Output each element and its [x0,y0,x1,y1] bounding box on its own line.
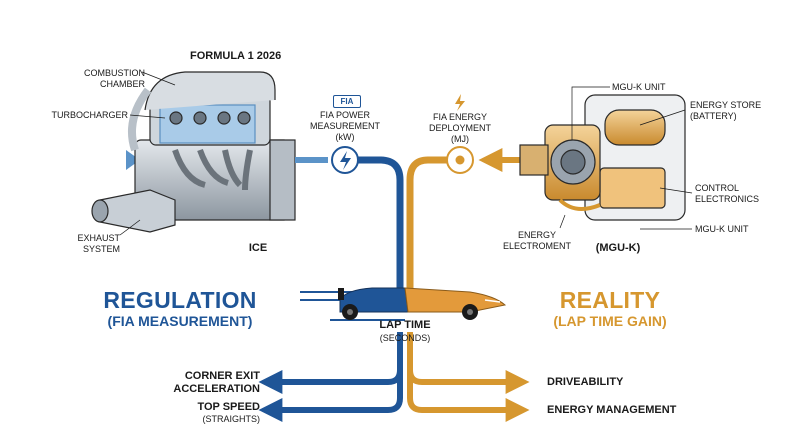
regulation-flow-line [358,156,404,290]
driveability-label: DRIVEABILITY [547,376,624,388]
top-speed-sublabel: (STRAIGHTS) [202,414,261,424]
ice-engine-illustration [60,71,296,233]
reality-subtitle: (LAP TIME GAIN) [553,313,667,329]
exhaust-system-label: EXHAUST SYSTEM [77,233,120,254]
energy-management-arrow [407,370,530,422]
energy-management-label: ENERGY MANAGEMENT [547,404,677,416]
energy-electroment-label: ENERGY ELECTROMENT [502,230,571,251]
mguk-caption: (MGU-K) [595,242,641,254]
page-title: FORMULA 1 2026 [190,50,282,62]
regulation-title: REGULATION [103,287,257,313]
top-speed-arrow [258,370,403,422]
lightning-icon-gold [455,94,465,111]
combustion-chamber-label: COMBUSTION CHAMBER [83,68,145,89]
race-car-illustration [300,287,507,321]
fia-power-label: FIA POWER MEASUREMENT [309,110,380,131]
lap-time-subtitle: (SECONDS) [379,333,431,343]
sun-icon [455,155,465,165]
ice-caption: ICE [248,242,268,254]
top-speed-label: TOP SPEED [197,401,260,413]
mguk-unit-top-label: MGU-K UNIT [612,82,666,92]
lightning-icon [340,151,351,170]
reality-title: REALITY [559,287,661,313]
control-electronics-label: CONTROL ELECTRONICS [695,183,760,204]
mguk-illustration [519,94,686,221]
fia-badge: FIA [333,95,361,108]
corner-exit-label: CORNER EXIT ACCELERATION [173,370,260,395]
mguk-unit-bottom-label: MGU-K UNIT [695,224,749,234]
regulation-subtitle: (FIA MEASUREMENT) [107,313,253,329]
turbocharger-label: TURBOCHARGER [51,110,128,120]
lap-time-title: LAP TIME [379,319,431,331]
energy-store-label: ENERGY STORE (BATTERY) [690,100,762,121]
fia-power-unit: (kW) [335,132,355,142]
fia-energy-label: FIA ENERGY DEPLOYMENT [428,112,491,133]
leader-lines [119,71,693,236]
reality-flow-line [406,156,447,290]
fia-energy-unit: (MJ) [451,134,469,144]
